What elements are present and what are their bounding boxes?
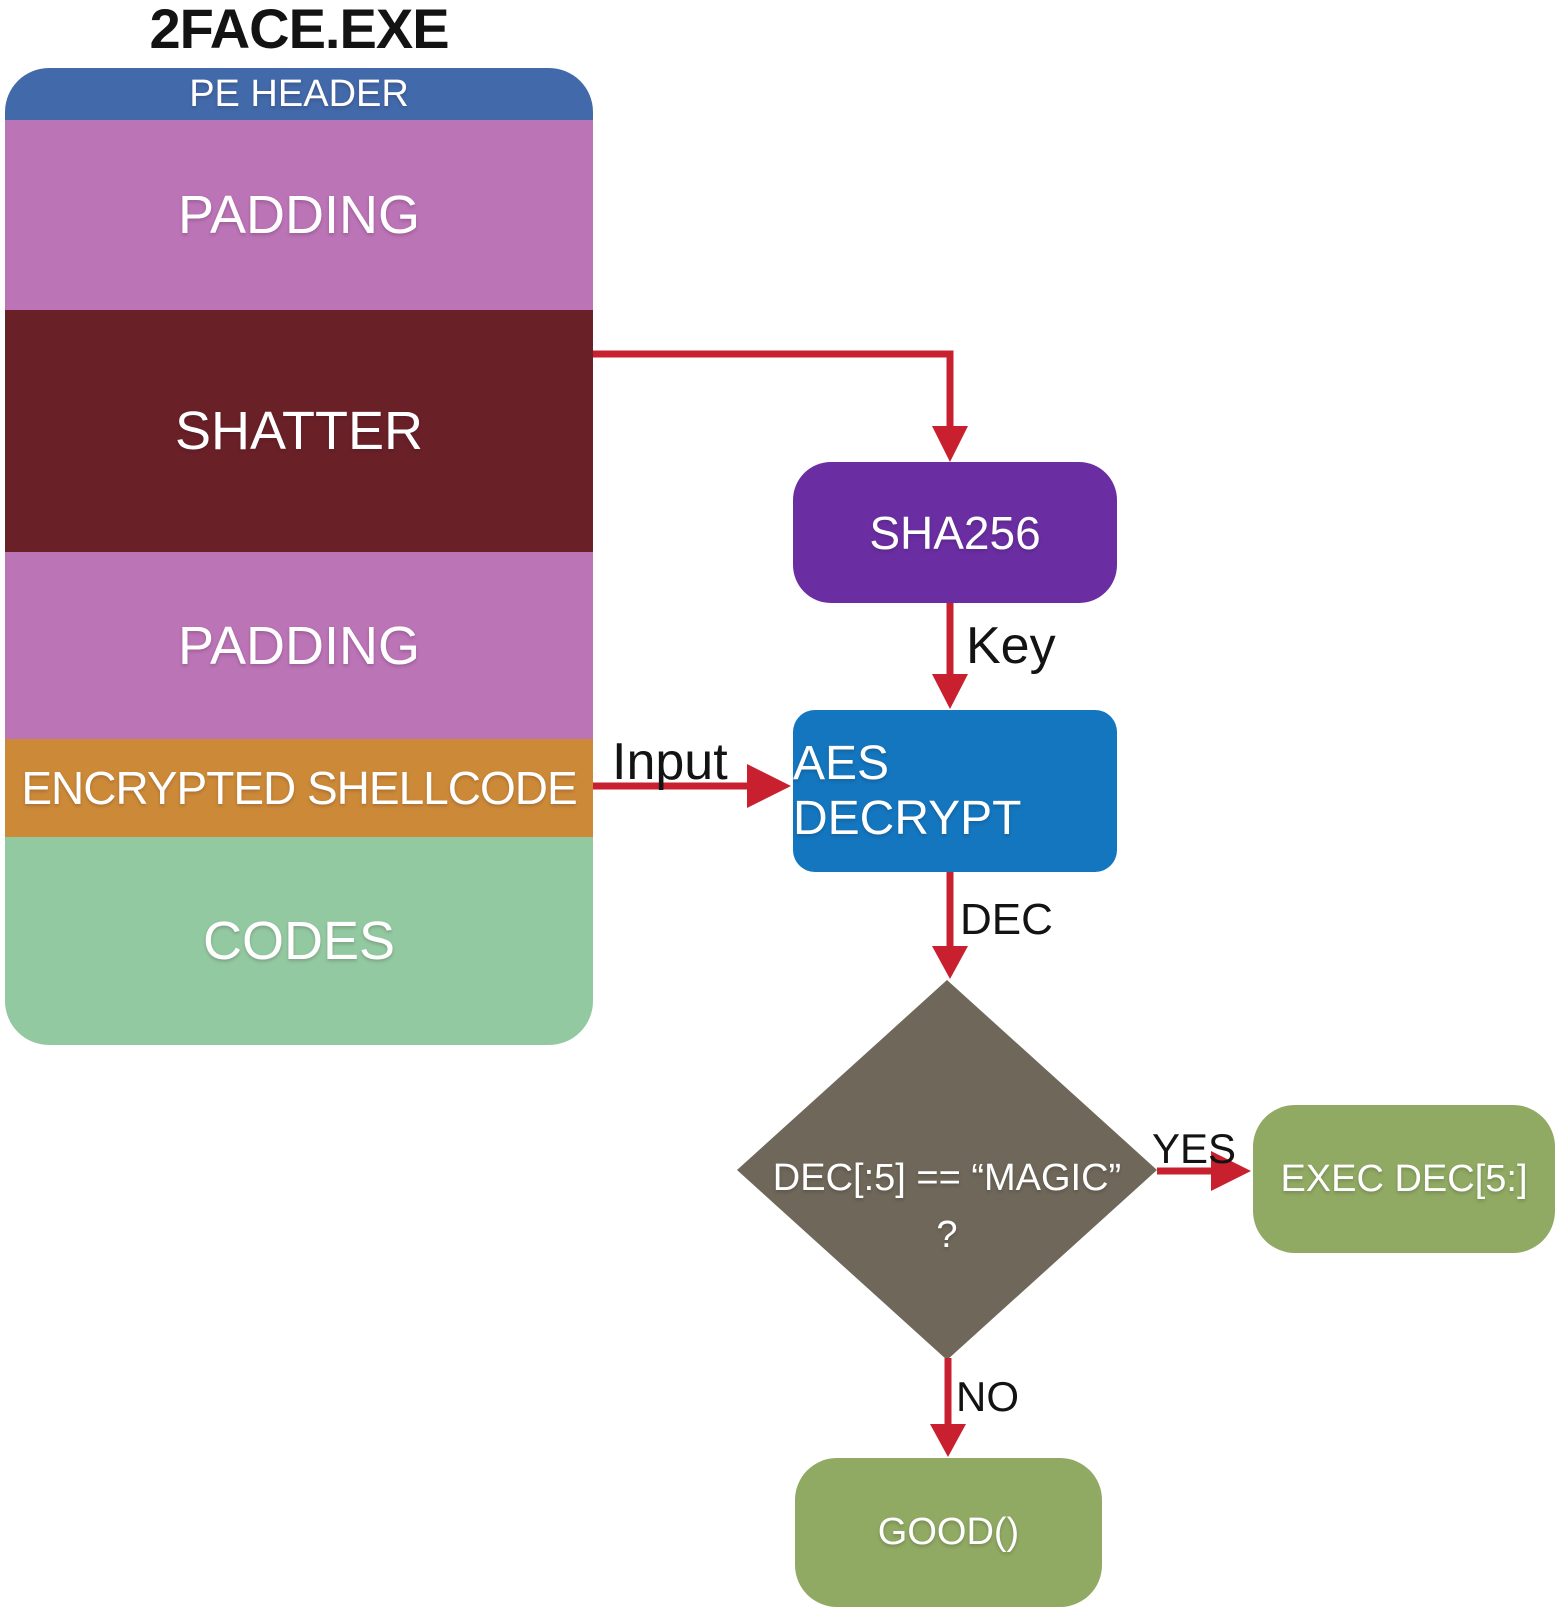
arrowhead-dec [932,946,968,979]
edge-label-dec: DEC [960,895,1053,944]
stack-section-padding-bottom: PADDING [5,552,593,739]
node-aes-decrypt: AES DECRYPT [793,710,1117,872]
edge-label-no: NO [956,1373,1019,1420]
edge-label-input: Input [612,733,728,791]
node-good-label: GOOD() [877,1511,1020,1553]
decision-condition: DEC[:5] == “MAGIC” [772,1157,1122,1199]
stack-section-label: PE HEADER [189,72,409,115]
stack-section-padding-top: PADDING [5,120,593,310]
decision-question-mark: ? [936,1214,958,1256]
stack-section-label: PADDING [177,615,421,676]
page-title: 2FACE.EXE [149,0,449,60]
edge-shatter-to-sha256 [593,350,954,428]
stack-section-shatter: SHATTER [5,310,593,552]
node-exec-dec-label: EXEC DEC[5:] [1280,1157,1528,1200]
node-aes-decrypt-label: AES DECRYPT [793,737,1022,845]
pe-file-stack: PE HEADER PADDING SHATTER PADDING ENCRYP… [5,68,593,1045]
stack-section-label: ENCRYPTED SHELLCODE [21,762,577,814]
edge-label-key: Key [966,617,1056,675]
stack-section-label: SHATTER [174,401,423,461]
stack-section-label: PADDING [177,185,421,245]
stack-section-encrypted-shellcode: ENCRYPTED SHELLCODE [5,739,593,837]
decision-diamond [737,980,1157,1360]
arrowhead-key [932,674,968,709]
stack-section-pe-header: PE HEADER [5,68,593,120]
arrowhead-yes [1211,1151,1251,1191]
node-exec-dec: EXEC DEC[5:] [1253,1105,1555,1253]
node-good: GOOD() [795,1458,1102,1607]
stack-section-label: CODES [202,911,396,971]
arrowhead-sha256 [932,426,968,462]
node-sha256: SHA256 [793,462,1117,603]
arrowhead-no [930,1424,966,1457]
arrowhead-input [747,764,791,808]
decision-label: DEC[:5] == “MAGIC” ? [737,1150,1157,1264]
node-sha256-label: SHA256 [869,506,1041,559]
edge-label-yes: YES [1152,1125,1237,1172]
stack-section-codes: CODES [5,837,593,1045]
